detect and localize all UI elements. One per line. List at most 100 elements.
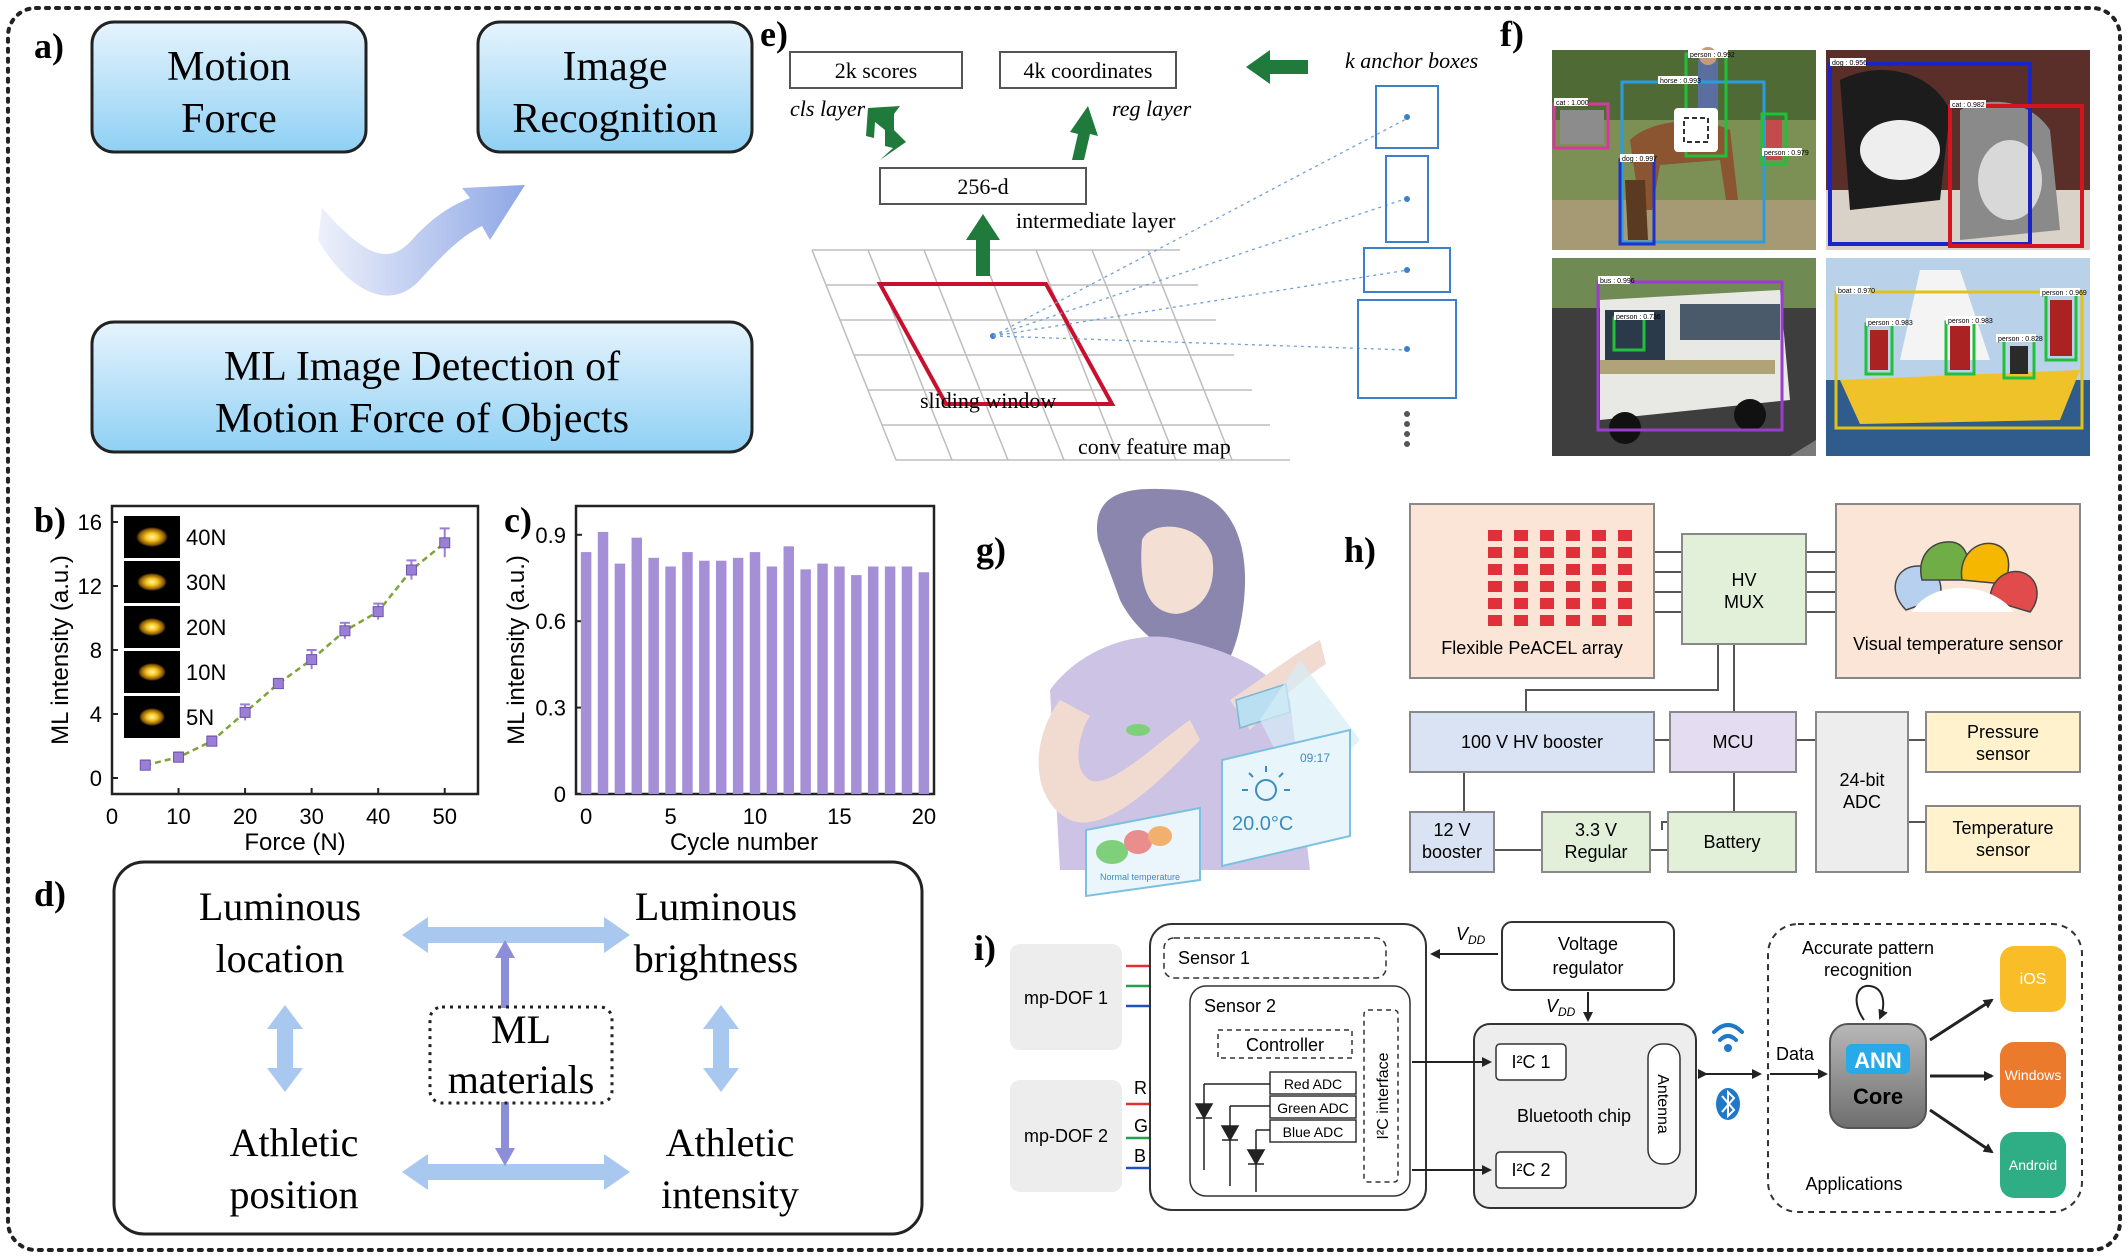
panel-label-b: b) xyxy=(34,500,66,540)
chart-b-ylabel: ML intensity (a.u.) xyxy=(47,555,74,745)
chart-c-bar xyxy=(749,552,761,794)
panel-h: h) Flexible PeACEL array HV MUX Visual xyxy=(1344,503,2081,873)
focus-icon xyxy=(1683,117,1709,143)
panel-label-a: a) xyxy=(34,26,64,66)
peacel-led xyxy=(1514,598,1528,609)
arrow-up-to-cls-icon xyxy=(866,106,906,160)
chart-b-xtick-label: 0 xyxy=(106,804,118,829)
regulator-line1: 3.3 V xyxy=(1575,820,1617,840)
blue-adc-label: Blue ADC xyxy=(1283,1124,1344,1140)
peacel-led xyxy=(1514,615,1528,626)
i2c2-label: I²C 2 xyxy=(1511,1160,1550,1180)
b-label: B xyxy=(1134,1146,1146,1166)
chart-c-bar xyxy=(699,560,710,794)
ml-detection-line2: Motion Force of Objects xyxy=(215,396,629,442)
d256-label: 256-d xyxy=(957,174,1008,199)
chart-c-bar xyxy=(800,569,811,794)
luminous-brightness-line2: brightness xyxy=(634,936,798,981)
antenna-box xyxy=(1647,1043,1681,1165)
peacel-led xyxy=(1592,581,1606,592)
peacel-led xyxy=(1566,564,1580,575)
coords-box xyxy=(999,51,1177,89)
chart-c-ytick-label: 0.9 xyxy=(535,523,566,548)
hv-mux-box xyxy=(1681,533,1807,645)
peacel-led xyxy=(1514,581,1528,592)
chart-b-fit-line xyxy=(144,541,446,767)
display-panel xyxy=(1221,728,1351,868)
conv-feature-grid xyxy=(811,249,1290,461)
chart-c-bar xyxy=(884,566,896,794)
panel-g: g) 20.0°C 09:17 Normal temperature xyxy=(976,488,1360,898)
peacel-led xyxy=(1488,598,1502,609)
r-label: R xyxy=(1134,1078,1147,1098)
chart-c-xtick-label: 5 xyxy=(664,804,676,829)
chart-c-bar xyxy=(597,531,609,794)
panel-d: d) ML materials Luminous location Lumino… xyxy=(34,860,924,1236)
peacel-led xyxy=(1488,564,1502,575)
svg-text:horse : 0.993: horse : 0.993 xyxy=(1660,78,1701,85)
luminous-location-line2: location xyxy=(216,936,345,981)
chart-c-ytick-label: 0 xyxy=(554,782,566,807)
chart-b-ytick-label: 0 xyxy=(90,766,102,791)
red-adc-label: Red ADC xyxy=(1284,1076,1342,1092)
peacel-led xyxy=(1618,598,1632,609)
panel-label-i: i) xyxy=(974,928,996,968)
chart-b-xtick-label: 50 xyxy=(432,804,456,829)
curved-arrow-icon xyxy=(318,185,525,296)
peacel-led xyxy=(1514,530,1528,541)
peacel-array-box xyxy=(1409,503,1655,679)
sliding-window-label: sliding window xyxy=(920,388,1056,413)
peacel-led xyxy=(1618,530,1632,541)
cls-layer-label: cls layer xyxy=(790,96,866,121)
card-blob-orange xyxy=(1148,826,1172,846)
mcu-box xyxy=(1669,711,1797,773)
anchor-projection-lines xyxy=(992,117,1409,351)
peacel-led xyxy=(1540,547,1554,558)
petal-base xyxy=(1912,588,2014,612)
svg-text:cat : 0.982: cat : 0.982 xyxy=(1952,102,1985,109)
arrow-left-from-anchors-icon xyxy=(1246,50,1308,84)
chart-c-bar xyxy=(614,563,626,794)
athletic-position-line1: Athletic xyxy=(230,1120,359,1165)
chart-c-bar xyxy=(834,566,845,794)
mcu-label: MCU xyxy=(1713,732,1754,752)
chart-c-bar xyxy=(918,572,930,794)
chart-b-xlabel: Force (N) xyxy=(244,829,345,856)
arrow-up-to-256-icon xyxy=(966,214,1000,276)
chart-c-xtick-label: 20 xyxy=(912,804,936,829)
peacel-led xyxy=(1514,564,1528,575)
bbox-cat xyxy=(1948,104,2084,248)
conv-feature-map-label: conv feature map xyxy=(1078,434,1231,459)
panel-label-d: d) xyxy=(34,874,66,914)
booster100-label: 100 V HV booster xyxy=(1461,732,1603,752)
bbox-tags-3: bus : 0.996 person : 0.736 xyxy=(1598,276,1661,321)
intermediate-layer-label: intermediate layer xyxy=(1016,208,1176,233)
ml-materials-line1: ML xyxy=(491,1007,551,1052)
i2c2-box xyxy=(1495,1151,1567,1189)
g-label: G xyxy=(1134,1116,1148,1136)
peacel-led xyxy=(1540,598,1554,609)
peacel-led xyxy=(1488,615,1502,626)
windows-label: Windows xyxy=(2005,1067,2062,1083)
inset-glow-1 xyxy=(136,527,168,547)
wifi-icon xyxy=(1712,1023,1744,1052)
svg-text:person : 0.969: person : 0.969 xyxy=(2042,290,2087,297)
chart-c-bar xyxy=(766,566,778,794)
hv-mux-line1: HV xyxy=(1731,570,1756,590)
photo-dog-cat xyxy=(1826,50,2090,250)
display-temp: 20.0°C xyxy=(1232,813,1293,835)
double-arrow-right xyxy=(703,1005,739,1092)
vdd-label-top: VDD xyxy=(1456,924,1486,947)
peacel-led-grid xyxy=(1488,530,1632,626)
chart-b-ytick-label: 12 xyxy=(78,574,102,599)
card-text: Normal temperature xyxy=(1100,872,1180,882)
bbox-dog xyxy=(1828,62,2032,246)
peacel-led xyxy=(1488,581,1502,592)
chart-c-bar xyxy=(682,552,693,794)
panel-label-h: h) xyxy=(1344,530,1376,570)
chart-b-point xyxy=(173,751,185,763)
hv-mux-line2: MUX xyxy=(1724,592,1764,612)
card-blob-green xyxy=(1096,840,1128,864)
booster100-box xyxy=(1409,711,1655,773)
anchor-box-2-dot xyxy=(1404,196,1410,202)
